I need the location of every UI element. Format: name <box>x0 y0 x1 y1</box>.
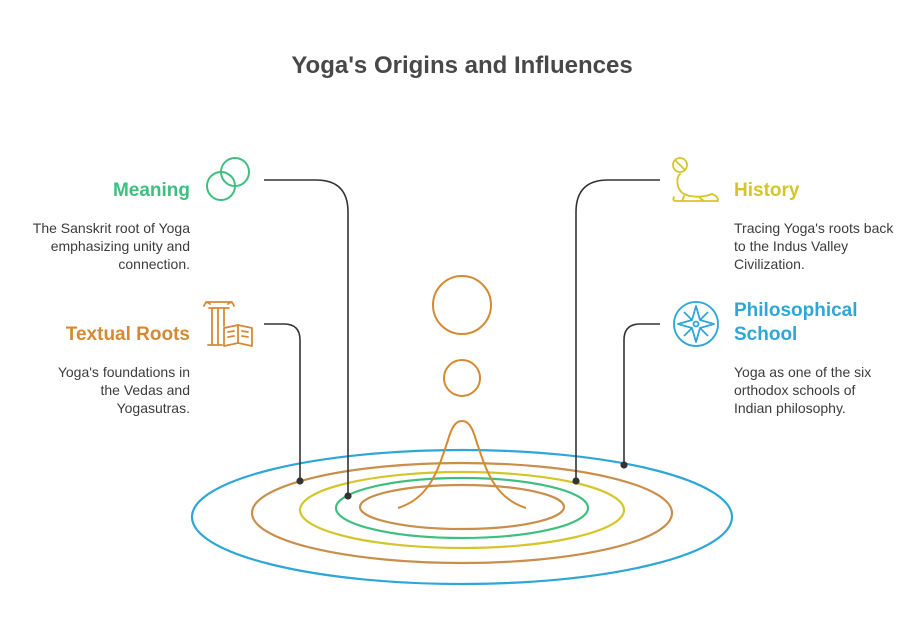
pillar-book-icon <box>203 301 253 347</box>
figure-drop <box>397 419 527 509</box>
ring-inner <box>358 483 566 531</box>
ring-meaning <box>334 476 590 540</box>
ring-history <box>298 470 626 550</box>
seal-ball-icon <box>672 157 719 202</box>
interlocking-circles-icon <box>206 157 250 201</box>
compass-star-icon <box>673 301 719 347</box>
dot-history <box>572 477 580 485</box>
connector-dots <box>296 461 628 500</box>
dot-meaning <box>344 492 352 500</box>
textual-roots-description: Yoga's foundations in the Vedas and Yoga… <box>57 364 190 416</box>
connectors <box>264 179 660 496</box>
connector-history <box>575 179 660 481</box>
figure-head-circle <box>432 275 492 335</box>
connector-textual <box>264 323 301 481</box>
philosophical-school-description: Yoga as one of the six orthodox schools … <box>734 364 872 416</box>
dot-textual <box>296 477 304 485</box>
history-heading: History <box>734 180 800 201</box>
connector-philosophical <box>623 323 660 465</box>
ripple-rings <box>190 448 734 586</box>
history-description: Tracing Yoga's roots back to the Indus V… <box>734 220 894 272</box>
connector-meaning <box>264 179 349 496</box>
ring-philosophical <box>190 448 734 586</box>
dot-philosophical <box>620 461 628 469</box>
figure-small-circle <box>443 359 481 397</box>
textual-roots-heading: Textual Roots <box>65 324 190 345</box>
diagram-title: Yoga's Origins and Influences <box>291 52 633 79</box>
meditating-figure <box>397 275 527 509</box>
philosophical-school-heading: Philosophical School <box>734 300 858 345</box>
meaning-heading: Meaning <box>112 180 190 201</box>
ring-textual <box>250 461 674 565</box>
meaning-description: The Sanskrit root of Yoga emphasizing un… <box>32 220 190 272</box>
